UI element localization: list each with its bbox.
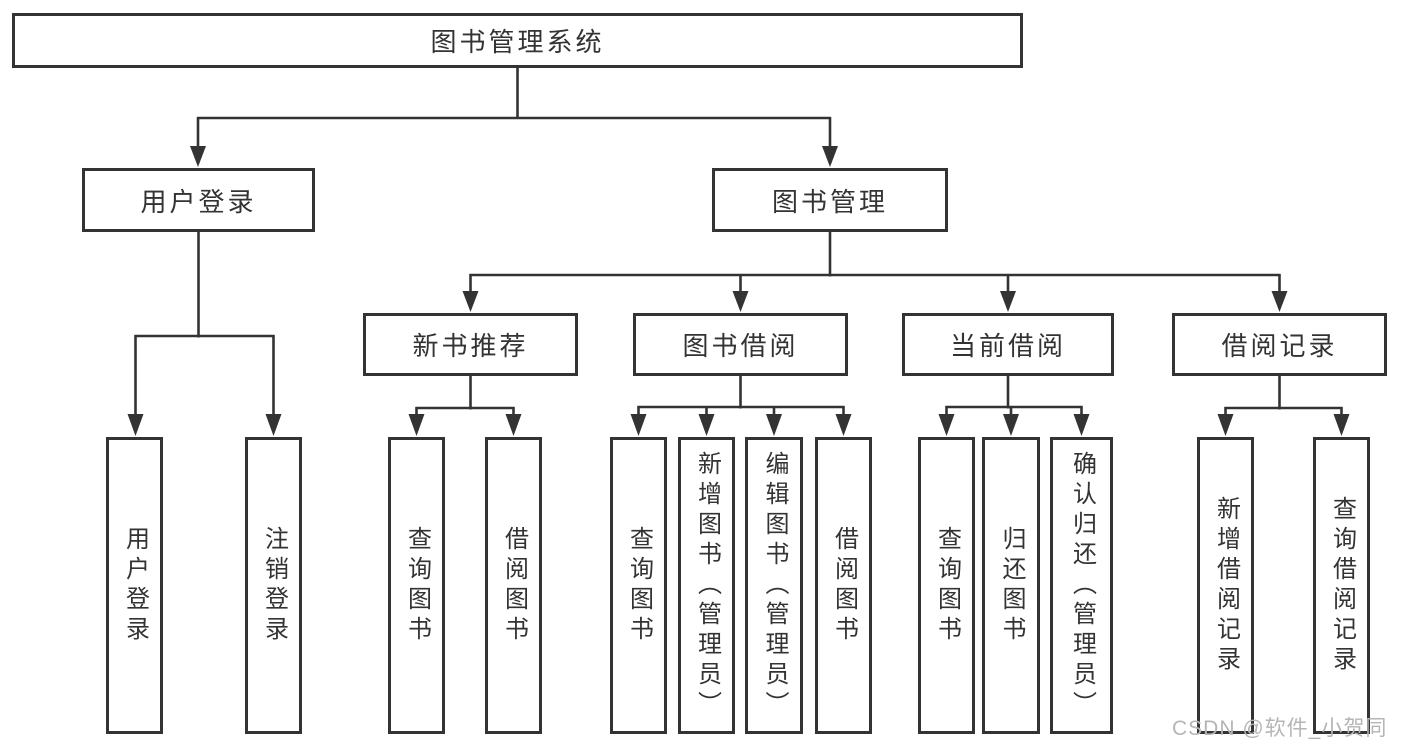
arrow-down-icon	[190, 146, 206, 167]
arrow-down-icon	[938, 414, 955, 436]
arrow-down-icon	[822, 146, 838, 167]
user-login-node: 用户登录	[82, 168, 315, 232]
add-books-admin-leaf: 新增图书（管理员）	[678, 437, 735, 734]
logout-leaf: 注销登录	[245, 437, 302, 734]
query-books-leaf: 查询图书	[388, 437, 445, 734]
book-management-node: 图书管理	[712, 168, 948, 232]
arrow-down-icon	[505, 414, 522, 436]
query-books-leaf: 查询图书	[918, 437, 975, 734]
borrow-record-node: 借阅记录	[1172, 313, 1387, 376]
connector-user-login-to-leaves	[127, 232, 282, 436]
arrow-down-icon	[732, 291, 749, 312]
arrow-down-icon	[1217, 414, 1234, 436]
connector-book-borrow-to-leaves	[630, 376, 852, 436]
arrow-down-icon	[1003, 414, 1019, 436]
arrow-down-icon	[766, 414, 782, 436]
connector-borrow-record-to-leaves	[1217, 376, 1350, 436]
book-borrow-node: 图书借阅	[633, 313, 848, 376]
connector-root-to-level2	[190, 68, 838, 167]
arrow-down-icon	[265, 414, 282, 436]
arrow-down-icon	[127, 414, 144, 436]
borrow-books-leaf: 借阅图书	[485, 437, 542, 734]
add-borrow-record-leaf: 新增借阅记录	[1197, 437, 1254, 734]
confirm-return-admin-leaf: 确认归还（管理员）	[1050, 437, 1113, 734]
arrow-down-icon	[1073, 414, 1090, 436]
current-borrow-node: 当前借阅	[902, 313, 1114, 376]
arrow-down-icon	[835, 414, 852, 436]
arrow-down-icon	[1000, 291, 1016, 312]
root-node: 图书管理系统	[12, 13, 1023, 68]
connector-current-borrow-to-leaves	[938, 375, 1090, 436]
edit-books-admin-leaf: 编辑图书（管理员）	[745, 437, 803, 734]
arrow-down-icon	[630, 414, 647, 436]
arrow-down-icon	[1333, 414, 1350, 436]
csdn-watermark: CSDN @软件_小贺同学	[1172, 717, 1388, 740]
return-books-leaf: 归还图书	[982, 437, 1040, 734]
new-book-recommend-node: 新书推荐	[363, 313, 578, 376]
connector-book-management-to-level3	[462, 232, 1288, 312]
arrow-down-icon	[1271, 291, 1288, 312]
borrow-books-leaf: 借阅图书	[815, 437, 872, 734]
user-login-leaf: 用户登录	[106, 437, 163, 734]
arrow-down-icon	[408, 414, 425, 436]
arrow-down-icon	[462, 291, 479, 312]
arrow-down-icon	[698, 414, 715, 436]
connector-new-book-recommend-to-leaves	[408, 376, 522, 436]
query-borrow-record-leaf: 查询借阅记录	[1313, 437, 1370, 734]
query-books-leaf: 查询图书	[610, 437, 667, 734]
